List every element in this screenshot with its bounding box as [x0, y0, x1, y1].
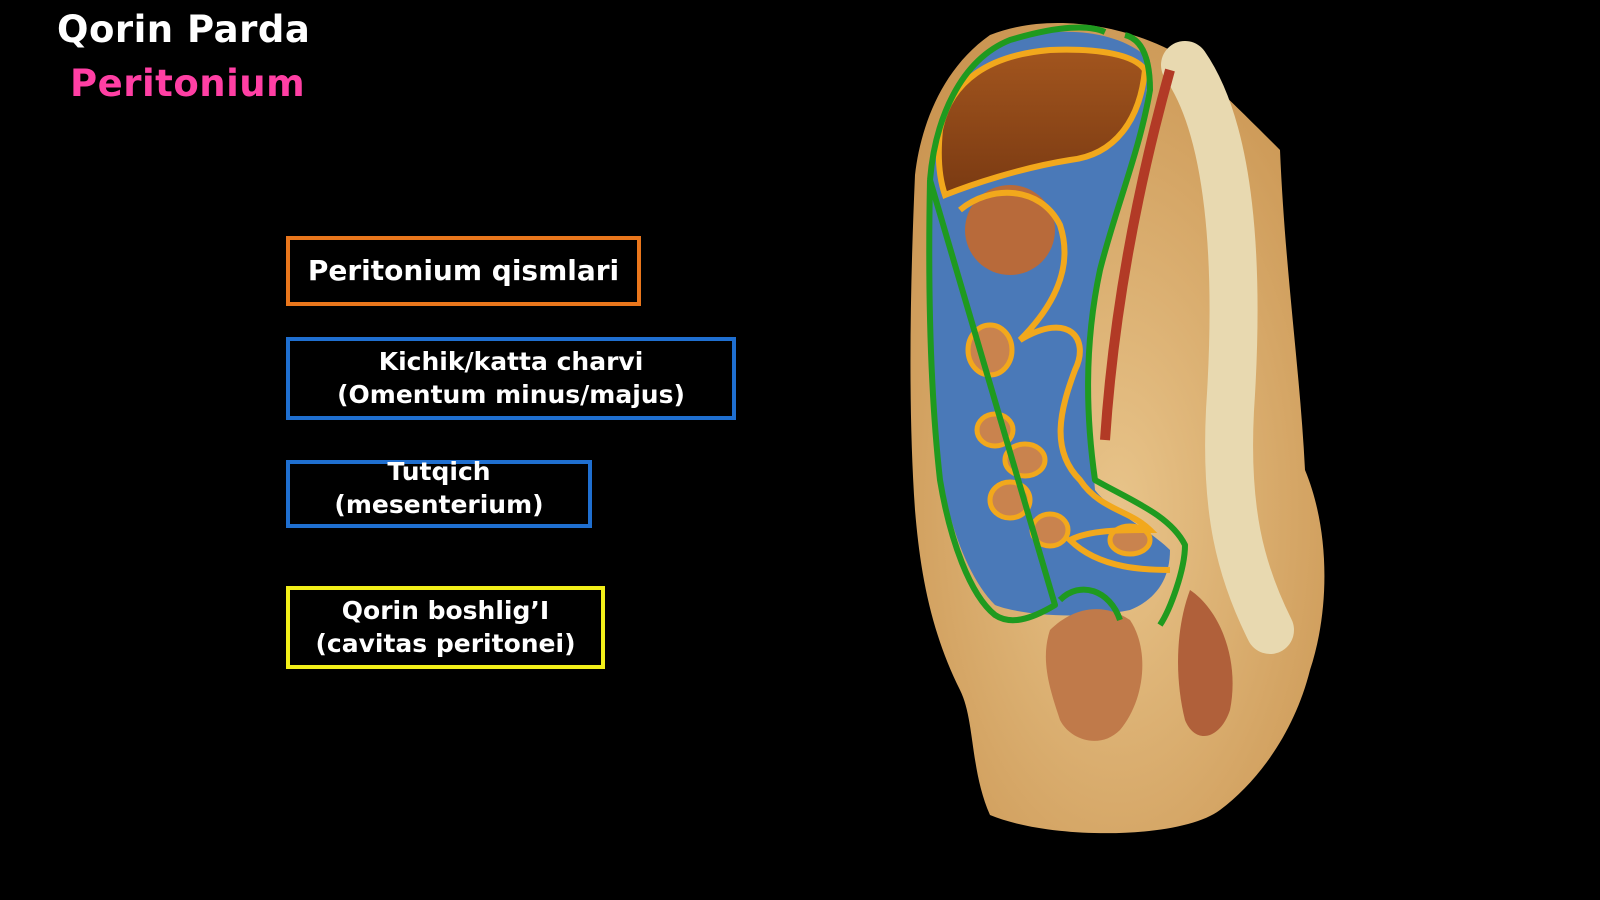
label-mesenterium: Tutqich (mesenterium)	[286, 457, 592, 528]
aorta	[1100, 68, 1175, 441]
label-line: Tutqich	[387, 457, 491, 486]
label-omentum: Kichik/katta charvi (Omentum minus/majus…	[286, 337, 736, 420]
label-line: Qorin boshlig’I	[341, 596, 550, 625]
slide-title: Qorin Parda	[57, 8, 311, 51]
abdomen-sagittal-section-illustration	[910, 23, 1325, 834]
label-line: Kichik/katta charvi	[378, 347, 644, 376]
label-line: (cavitas peritonei)	[315, 628, 576, 658]
visceral-peritoneum-outline	[935, 46, 1149, 199]
rectum	[1178, 590, 1233, 737]
label-line: (Omentum minus/majus)	[337, 379, 685, 409]
liver	[938, 49, 1145, 195]
pelvic-organs	[1045, 609, 1143, 741]
parietal-peritoneum-outline	[926, 24, 1188, 627]
stomach	[965, 185, 1055, 275]
label-peritonium-parts: Peritonium qismlari	[286, 236, 641, 306]
label-cavitas-peritonei: Qorin boshlig’I (cavitas peritonei)	[286, 586, 605, 669]
spine	[1161, 41, 1294, 654]
label-line: (mesenterium)	[334, 489, 544, 519]
mesentery-outline	[958, 189, 1171, 573]
label-line: Peritonium qismlari	[307, 253, 620, 287]
slide-subtitle: Peritonium	[70, 62, 306, 105]
